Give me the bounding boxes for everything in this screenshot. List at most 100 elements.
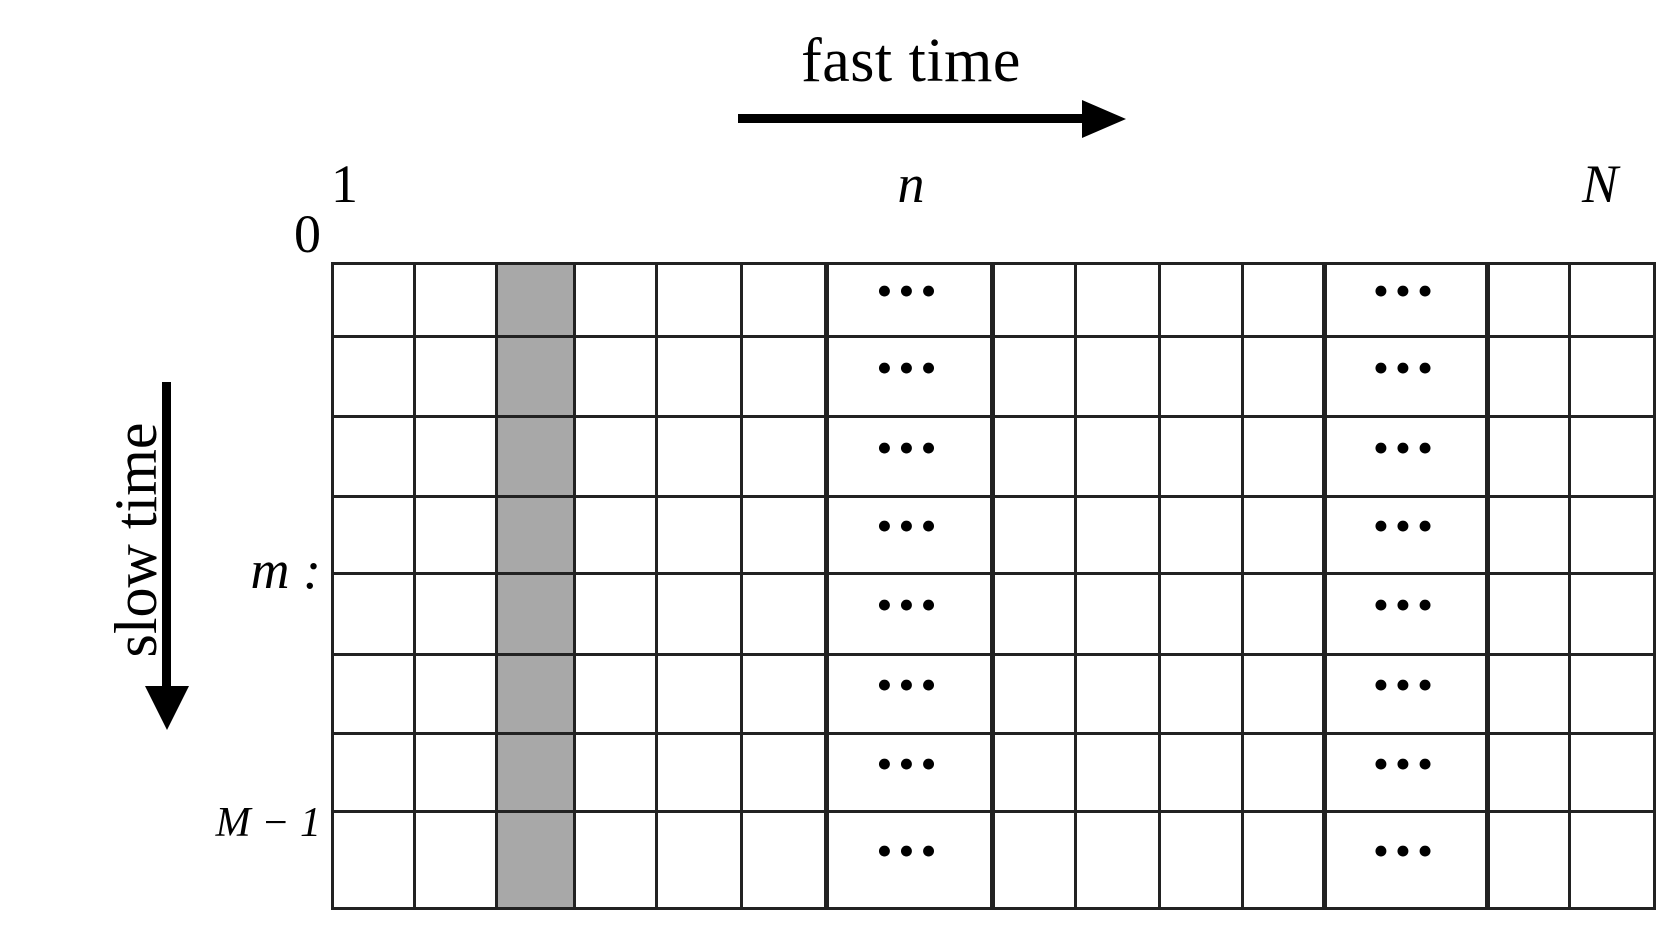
grid-cell (331, 572, 416, 656)
grid-cell (413, 810, 498, 910)
grid-cell (1074, 653, 1161, 735)
grid-cell (740, 415, 828, 498)
grid-row: ••• ••• (331, 653, 1656, 735)
grid-cell (1486, 495, 1571, 575)
grid-cell (655, 810, 743, 910)
ellipsis-icon: ••• (876, 659, 943, 710)
grid-cell: ••• (824, 495, 995, 575)
grid-cell (1158, 653, 1244, 735)
grid-cell (991, 732, 1077, 813)
grid-cell (1486, 653, 1571, 735)
ellipsis-icon: ••• (1372, 579, 1440, 630)
grid-cell (1568, 495, 1656, 575)
grid-cell (413, 572, 498, 656)
grid-cell (413, 335, 498, 418)
grid-cell (655, 572, 743, 656)
grid-cell-shaded (495, 732, 576, 813)
grid-cell (991, 415, 1077, 498)
grid-cell (1486, 732, 1571, 813)
grid-cell (1158, 335, 1244, 418)
grid-cell: ••• (824, 732, 995, 813)
ellipsis-icon: ••• (876, 825, 943, 876)
grid-cell-shaded (495, 415, 576, 498)
ellipsis-icon: ••• (1372, 825, 1440, 876)
grid-cell (1241, 732, 1326, 813)
grid-cell (573, 810, 658, 910)
ellipsis-icon: ••• (876, 500, 943, 551)
grid-row: ••• ••• (331, 572, 1656, 656)
ellipsis-icon: ••• (1372, 265, 1440, 316)
arrow-down-icon (162, 382, 171, 694)
ellipsis-icon: ••• (1372, 659, 1440, 710)
ellipsis-icon: ••• (876, 421, 943, 473)
column-index-first: 1 (331, 154, 358, 214)
row-index-first: 0 (294, 204, 321, 264)
grid-cell (655, 262, 743, 338)
grid-cell (331, 495, 416, 575)
ellipsis-icon: ••• (876, 341, 943, 393)
grid-cell (1158, 572, 1244, 656)
grid-cell (740, 653, 828, 735)
data-matrix-grid: ••••••••••••••••••••••••••••••••••••••••… (331, 262, 1656, 910)
ellipsis-icon: ••• (1372, 421, 1440, 473)
grid-cell-shaded (495, 572, 576, 656)
grid-cell: ••• (1322, 415, 1490, 498)
grid-cell (1074, 732, 1161, 813)
grid-cell: ••• (1322, 495, 1490, 575)
grid-cell (331, 262, 416, 338)
grid-cell (740, 335, 828, 418)
row-index-last: M − 1 (215, 800, 321, 846)
slow-time-label: slow time (103, 422, 169, 658)
row-index-symbol: m : (250, 540, 321, 600)
grid-cell (655, 495, 743, 575)
grid-cell: ••• (1322, 810, 1490, 910)
grid-cell (1486, 415, 1571, 498)
grid-cell (1486, 572, 1571, 656)
ellipsis-icon: ••• (1372, 341, 1440, 393)
grid-cell (991, 335, 1077, 418)
arrow-down-head-icon (145, 686, 189, 730)
grid-cell: ••• (824, 572, 995, 656)
grid-cell (740, 262, 828, 338)
grid-row: ••• ••• (331, 495, 1656, 575)
grid-cell (573, 415, 658, 498)
fast-time-axis: fast time (736, 28, 1126, 138)
grid-cell (573, 653, 658, 735)
grid-cell (413, 495, 498, 575)
grid-cell (655, 732, 743, 813)
grid-cell (573, 335, 658, 418)
ellipsis-icon: ••• (1372, 500, 1440, 551)
grid-cell: ••• (1322, 732, 1490, 813)
grid-cell (1568, 572, 1656, 656)
grid-cell (1074, 415, 1161, 498)
grid-cell (1486, 810, 1571, 910)
grid-cell (1568, 335, 1656, 418)
grid-cell (1241, 572, 1326, 656)
grid-cell (1074, 262, 1161, 338)
grid-cell (331, 810, 416, 910)
ellipsis-icon: ••• (1372, 737, 1440, 789)
grid-cell (1158, 495, 1244, 575)
grid-cell (331, 415, 416, 498)
grid-cell (991, 572, 1077, 656)
grid-cell (1568, 262, 1656, 338)
grid-cell (1158, 732, 1244, 813)
grid-cell (1568, 653, 1656, 735)
column-index-last: N (1582, 154, 1619, 214)
grid-cell-shaded (495, 262, 576, 338)
ellipsis-icon: ••• (876, 265, 943, 316)
grid-cell (413, 262, 498, 338)
grid-cell (740, 810, 828, 910)
grid-cell (991, 653, 1077, 735)
grid-row: ••• ••• (331, 810, 1656, 910)
grid-cell: ••• (1322, 335, 1490, 418)
grid-cell (1486, 262, 1571, 338)
grid-cell (655, 335, 743, 418)
grid-cell: ••• (1322, 262, 1490, 338)
grid-cell (1241, 810, 1326, 910)
grid-cell (1241, 262, 1326, 338)
grid-cell (1241, 495, 1326, 575)
arrow-right-head-icon (1082, 100, 1126, 138)
grid-row: ••• ••• (331, 732, 1656, 813)
